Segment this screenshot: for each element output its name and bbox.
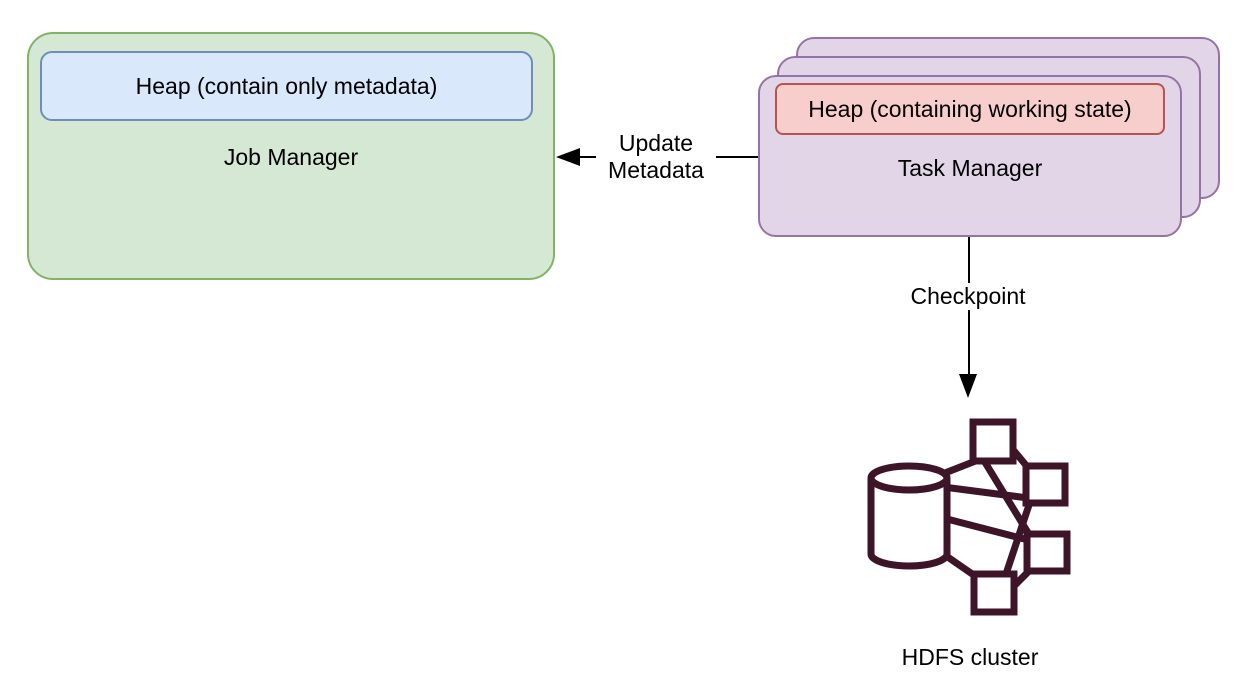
checkpoint-label: Checkpoint xyxy=(903,283,1033,310)
task-manager-heap-box: Heap (containing working state) xyxy=(775,83,1165,135)
hdfs-cluster-label: HDFS cluster xyxy=(901,644,1039,670)
job-manager-label: Job Manager xyxy=(223,144,359,170)
arrowhead-down-icon xyxy=(959,374,977,398)
task-manager-heap-label: Heap (containing working state) xyxy=(808,95,1132,122)
arrowhead-left-icon xyxy=(556,148,580,166)
update-metadata-label-line2: Metadata xyxy=(608,157,704,183)
job-manager-heap-label: Heap (contain only metadata) xyxy=(135,72,438,99)
update-metadata-label-line1: Update xyxy=(618,130,694,156)
task-manager-label: Task Manager xyxy=(897,155,1043,181)
update-metadata-label: Update Metadata xyxy=(596,130,716,184)
job-manager-heap-box: Heap (contain only metadata) xyxy=(40,51,533,121)
hdfs-cluster-icon xyxy=(867,418,1071,616)
